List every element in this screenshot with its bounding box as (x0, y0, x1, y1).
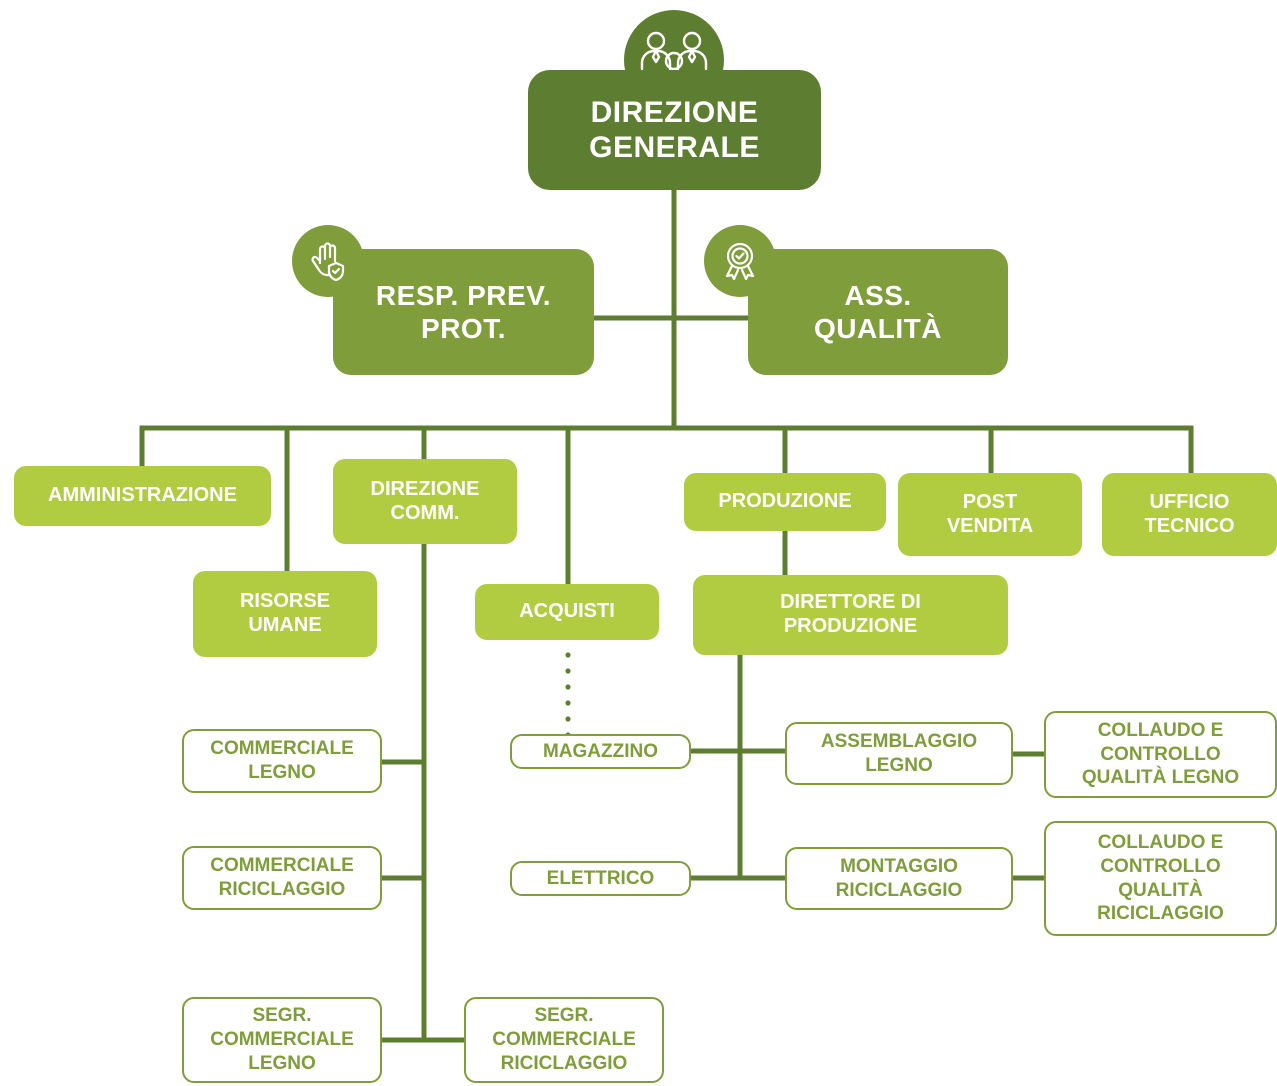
post-vendita-box: POST VENDITA (898, 473, 1082, 556)
direzione-generale-box: DIREZIONE GENERALE (528, 70, 821, 190)
ufficio-tecnico-box: UFFICIO TECNICO (1102, 473, 1277, 556)
commerciale-riciclaggio-box: COMMERCIALE RICICLAGGIO (182, 846, 382, 910)
elettrico-box: ELETTRICO (510, 861, 691, 896)
direzione-comm-box: DIREZIONE COMM. (333, 459, 517, 544)
hand-shield-icon (292, 225, 364, 297)
magazzino-box: MAGAZZINO (510, 734, 691, 769)
risorse-umane-box: RISORSE UMANE (193, 571, 377, 657)
ass-qualita-box: ASS. QUALITÀ (748, 249, 1008, 375)
quality-badge-icon (704, 225, 776, 297)
direttore-produzione-box: DIRETTORE DI PRODUZIONE (693, 575, 1008, 655)
segr-commerciale-legno-box: SEGR. COMMERCIALE LEGNO (182, 997, 382, 1083)
assemblaggio-legno-box: ASSEMBLAGGIO LEGNO (785, 722, 1013, 785)
montaggio-riciclaggio-box: MONTAGGIO RICICLAGGIO (785, 847, 1013, 910)
amministrazione-box: AMMINISTRAZIONE (14, 466, 271, 526)
collaudo-riciclaggio-box: COLLAUDO E CONTROLLO QUALITÀ RICICLAGGIO (1044, 821, 1277, 936)
produzione-box: PRODUZIONE (684, 473, 886, 531)
resp-prev-prot-box: RESP. PREV. PROT. (333, 249, 594, 375)
acquisti-box: ACQUISTI (475, 584, 659, 640)
commerciale-legno-box: COMMERCIALE LEGNO (182, 729, 382, 793)
collaudo-legno-box: COLLAUDO E CONTROLLO QUALITÀ LEGNO (1044, 711, 1277, 798)
segr-commerciale-riciclaggio-box: SEGR. COMMERCIALE RICICLAGGIO (464, 997, 664, 1083)
